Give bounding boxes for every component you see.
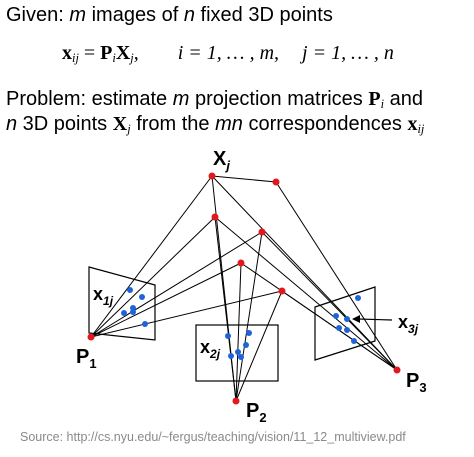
projections-image-2 xyxy=(225,330,252,360)
given-prefix: Given: xyxy=(6,4,70,26)
scene-point xyxy=(272,178,280,186)
projection-point xyxy=(225,333,231,339)
ray xyxy=(90,262,242,338)
projection-point xyxy=(333,313,339,319)
label-x1j: x1j xyxy=(93,284,114,308)
eq-x-sub: ij xyxy=(72,51,79,66)
eq-P: P xyxy=(100,42,113,64)
label-P3: P3 xyxy=(406,370,427,395)
multiview-diagram: Xj x1j x2j x3j P1 P2 P3 xyxy=(76,148,427,425)
ray xyxy=(214,216,237,402)
problem-X: X xyxy=(112,113,128,135)
problem-mn: mn xyxy=(215,113,243,135)
label-P2: P2 xyxy=(246,400,267,425)
label-P1: P1 xyxy=(76,346,97,371)
label-x2j: x2j xyxy=(200,337,221,361)
ray xyxy=(211,175,277,183)
given-n: n xyxy=(183,4,195,26)
ray xyxy=(211,175,398,371)
problem-P: P xyxy=(368,88,381,110)
problem-text-b: projection matrices xyxy=(189,88,369,110)
rays-camera-2 xyxy=(211,175,283,402)
given-m: m xyxy=(69,4,87,26)
problem-x-sub: ij xyxy=(417,122,425,137)
problem-text-d: 3D points xyxy=(17,113,113,135)
projection-point xyxy=(228,353,234,359)
problem-x: x xyxy=(407,113,418,135)
projection-point xyxy=(344,327,350,333)
projections-image-3 xyxy=(333,295,361,344)
problem-n: n xyxy=(6,113,18,135)
x3j-arrowhead xyxy=(352,315,360,323)
label-Xj: Xj xyxy=(213,148,230,173)
projection-point xyxy=(130,309,136,315)
scene-point xyxy=(208,172,216,180)
camera-center-2 xyxy=(232,397,240,405)
projection-equation: xij = PiXj, i = 1, … , m, j = 1, … , n xyxy=(62,42,394,65)
projection-point xyxy=(235,349,241,355)
rays-camera-1 xyxy=(90,175,283,338)
problem-text-a: Problem: estimate xyxy=(6,88,173,110)
projection-point xyxy=(344,316,350,322)
problem-P-sub: i xyxy=(380,97,385,112)
problem-line-1: Problem: estimate m projection matrices … xyxy=(6,88,423,111)
eq-j-range: j = 1, … , n xyxy=(302,42,394,64)
scene-points xyxy=(208,172,286,295)
ray xyxy=(214,216,398,371)
problem-m: m xyxy=(172,88,190,110)
projection-point xyxy=(246,330,252,336)
eq-comma: , xyxy=(133,42,139,64)
ray xyxy=(235,290,283,402)
given-line: Given: m images of n fixed 3D points xyxy=(6,4,333,27)
scene-point xyxy=(258,228,266,236)
scene-point xyxy=(237,259,245,267)
projections-image-1 xyxy=(121,287,148,327)
projection-point xyxy=(243,342,249,348)
problem-text-c: and xyxy=(384,88,423,110)
rays-camera-3 xyxy=(211,175,398,371)
label-x3j: x3j xyxy=(398,312,419,336)
ray xyxy=(90,290,283,338)
x3j-arrow xyxy=(357,318,393,321)
eq-X-sub: j xyxy=(130,51,134,66)
eq-equals: = xyxy=(78,42,101,64)
ray xyxy=(275,181,398,371)
given-mid: images of xyxy=(86,4,184,26)
ray xyxy=(235,231,263,402)
projection-point xyxy=(351,338,357,344)
ray xyxy=(90,216,216,338)
given-suffix: fixed 3D points xyxy=(194,4,333,26)
ray xyxy=(90,175,213,338)
projection-point xyxy=(121,310,127,316)
ray xyxy=(261,231,398,371)
projection-point xyxy=(336,325,342,331)
problem-line-2: n 3D points Xj from the mn correspondenc… xyxy=(6,113,424,136)
scene-point xyxy=(278,287,286,295)
problem-text-e: from the xyxy=(130,113,216,135)
ray xyxy=(90,231,263,338)
image-plane-1 xyxy=(88,266,156,341)
ray xyxy=(235,262,242,402)
camera-center-1 xyxy=(87,333,95,341)
eq-x: x xyxy=(62,42,72,64)
projection-point xyxy=(139,294,145,300)
projection-point xyxy=(142,321,148,327)
camera-centers xyxy=(87,333,401,405)
eq-P-sub: i xyxy=(112,51,116,66)
eq-i-range: i = 1, … , m, xyxy=(177,42,280,64)
problem-X-sub: j xyxy=(127,122,131,137)
camera-center-3 xyxy=(393,366,401,374)
problem-text-f: correspondences xyxy=(242,113,408,135)
source-caption: Source: http://cs.nyu.edu/~fergus/teachi… xyxy=(20,430,406,444)
scene-point xyxy=(211,213,219,221)
eq-X: X xyxy=(115,42,131,64)
image-plane-3 xyxy=(314,286,376,361)
projection-point xyxy=(355,295,361,301)
projection-point xyxy=(127,287,133,293)
projection-point xyxy=(238,354,244,360)
